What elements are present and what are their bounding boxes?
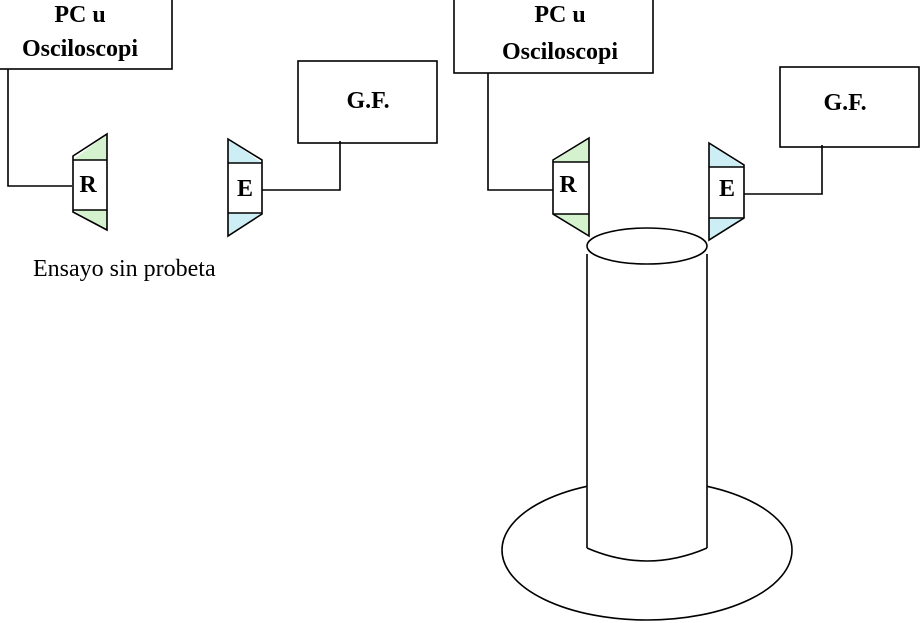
left-pc-label-line1: PC u: [54, 2, 105, 28]
left-setup: PC u Osciloscopi G.F. R E: [0, 0, 438, 282]
right-emitter-wire: [744, 145, 823, 195]
right-emitter-label: E: [719, 176, 735, 202]
left-receiver-wire: [7, 69, 72, 187]
left-pc-oscilloscope-box: PC u Osciloscopi: [0, 0, 173, 70]
left-setup-caption: Ensayo sin probeta: [33, 256, 216, 282]
right-pc-oscilloscope-box: PC u Osciloscopi: [453, 0, 654, 74]
left-gf-label: G.F.: [346, 88, 389, 114]
left-function-generator-box: G.F.: [297, 60, 438, 144]
right-receiver-label: R: [559, 172, 577, 198]
specimen-cylinder: [586, 227, 708, 562]
right-setup: PC u Osciloscopi G.F. R E: [453, 0, 920, 621]
left-emitter-wire: [262, 141, 341, 191]
right-pc-label-line1: PC u: [534, 2, 585, 28]
left-pc-label-line2: Osciloscopi: [22, 36, 138, 62]
left-emitter-transducer: E: [227, 137, 263, 238]
left-emitter-label: E: [237, 176, 253, 202]
right-emitter-transducer: E: [708, 141, 745, 242]
left-receiver-label: R: [79, 172, 97, 198]
left-receiver-transducer: R: [72, 132, 108, 232]
right-receiver-transducer: R: [552, 136, 590, 238]
right-receiver-wire: [487, 73, 553, 191]
right-gf-label: G.F.: [823, 90, 866, 116]
right-function-generator-box: G.F.: [779, 66, 920, 148]
right-pc-label-line2: Osciloscopi: [502, 39, 618, 65]
